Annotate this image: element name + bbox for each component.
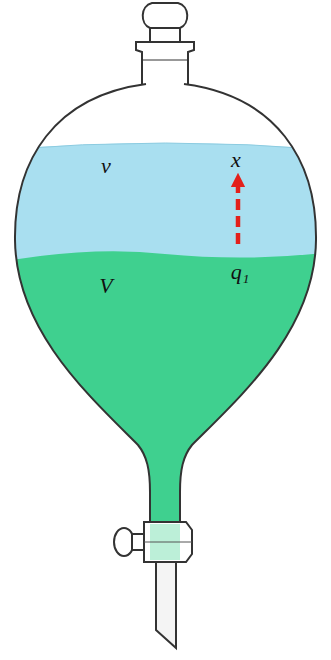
stem <box>150 490 180 524</box>
transfer-arrow <box>236 180 241 244</box>
volume-label: V <box>99 275 112 297</box>
volume-label: v <box>101 155 111 177</box>
outlet-tube <box>156 562 176 648</box>
neck <box>136 42 194 86</box>
liquid-layers <box>0 80 331 600</box>
funnel-body <box>15 84 316 492</box>
stopcock <box>114 522 192 562</box>
concentration-label: x <box>231 149 241 171</box>
quantity-label: q₁ <box>231 261 250 283</box>
